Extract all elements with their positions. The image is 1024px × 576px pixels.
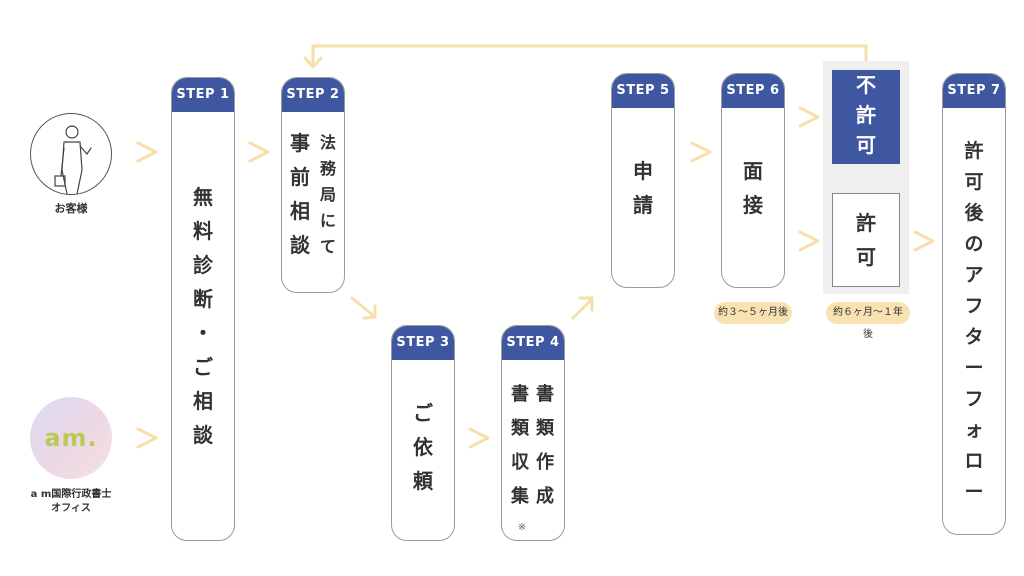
step-3-text: ご 依 頼 (413, 401, 433, 493)
customer-avatar (30, 113, 112, 195)
customer-label: お客様 (54, 202, 88, 215)
outcome-approve: 許 可 (832, 193, 900, 287)
outcome-reject: 不 許 可 (832, 70, 900, 164)
duration-badge-outcome: 約６ヶ月〜１年後 (826, 302, 910, 340)
outcome-approve-text: 許 可 (856, 211, 876, 269)
arrow-step5-step6 (690, 141, 712, 163)
step-7-header: STEP 7 (943, 74, 1005, 108)
arrow-customer-step1 (136, 141, 158, 163)
step-4-text-left: 書 類 収 集 (511, 384, 529, 507)
arrow-office-step1 (136, 427, 158, 449)
step-4-note: ※ (517, 522, 527, 533)
office-logo-text: am. (44, 424, 98, 452)
step-6-card: STEP 6 面 接 (721, 73, 785, 288)
arrow-step2-step3 (350, 296, 377, 320)
outcome-reject-text: 不 許 可 (856, 73, 876, 157)
arrow-step4-step5 (571, 296, 594, 320)
arrow-step6-approve (798, 230, 820, 252)
step-1-header: STEP 1 (172, 78, 234, 112)
step-2-header: STEP 2 (282, 78, 344, 112)
step-6-header: STEP 6 (722, 74, 784, 108)
duration-badge-step6: 約３〜５ヶ月後 (714, 302, 792, 324)
step-2-text-sub: 法 務 局 に て (319, 133, 336, 256)
step-3-header: STEP 3 (392, 326, 454, 360)
person-icon (54, 125, 92, 194)
return-loop-arrow (311, 44, 868, 68)
step-3-card: STEP 3 ご 依 頼 (391, 325, 455, 541)
arrow-approve-step7 (913, 230, 935, 252)
step-2-text-main: 事 前 相 談 (290, 131, 310, 257)
arrow-step3-step4 (468, 427, 490, 449)
return-loop-arrowhead (303, 56, 323, 69)
office-logo: am. (30, 397, 112, 479)
arrow-step1-step2 (248, 141, 270, 163)
step-4-text-right: 書 類 作 成 (536, 384, 554, 507)
office-label-line1: a m国際行政書士 (30, 489, 112, 500)
step-1-card: STEP 1 無 料 診 断 ・ ご 相 談 (171, 77, 235, 541)
office-label-line2: オフィス (51, 503, 91, 514)
arrow-step6-reject (798, 106, 820, 128)
step-4-header: STEP 4 (502, 326, 564, 360)
step-7-text: 許 可 後 の ア フ タ ー フ ォ ロ ー (964, 140, 984, 503)
step-6-text: 面 接 (743, 159, 763, 217)
step-4-card: STEP 4 書 類 収 集 書 類 作 成 ※ (501, 325, 565, 541)
step-5-card: STEP 5 申 請 (611, 73, 675, 288)
step-5-text: 申 請 (633, 159, 653, 217)
step-7-card: STEP 7 許 可 後 の ア フ タ ー フ ォ ロ ー (942, 73, 1006, 535)
step-5-header: STEP 5 (612, 74, 674, 108)
step-1-text: 無 料 診 断 ・ ご 相 談 (193, 185, 213, 447)
step-2-card: STEP 2 事 前 相 談 法 務 局 に て (281, 77, 345, 293)
